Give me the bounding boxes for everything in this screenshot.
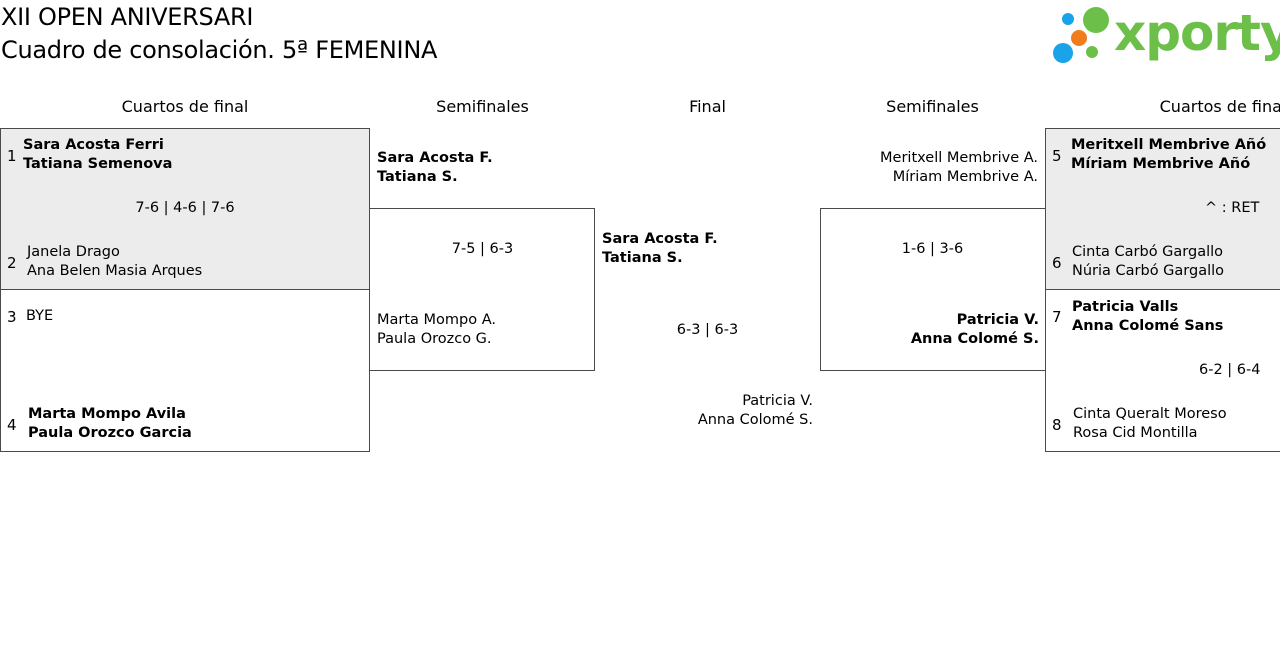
match-score: 7-6 | 4-6 | 7-6 <box>135 200 235 216</box>
player-name: Patricia V. <box>956 312 1039 328</box>
player-name: Paula Orozco G. <box>377 331 492 347</box>
player-name: Míriam Membrive Añó <box>1071 156 1251 172</box>
player-name: Ana Belen Masia Arques <box>27 263 203 279</box>
player-name: Núria Carbó Gargallo <box>1072 263 1225 279</box>
player-name: Rosa Cid Montilla <box>1073 425 1198 441</box>
player-name: Anna Colomé Sans <box>1072 318 1224 334</box>
match-box-right-qf-2 <box>1045 289 1280 452</box>
col-header-left-qf: Cuartos de final <box>121 97 249 116</box>
col-header-final: Final <box>689 97 726 116</box>
player-name: Tatiana S. <box>602 250 683 266</box>
player-name: Anna Colomé S. <box>910 331 1039 347</box>
player-name: Janela Drago <box>27 244 120 260</box>
player-name: Cinta Carbó Gargallo <box>1072 244 1224 260</box>
seed-number: 1 <box>7 147 17 165</box>
player-name: Míriam Membrive A. <box>892 169 1038 185</box>
seed-number: 5 <box>1052 147 1062 165</box>
logo-wordmark: xporty <box>1114 4 1280 62</box>
match-box-left-qf-1 <box>0 128 370 290</box>
seed-number: 2 <box>7 254 17 272</box>
player-name: Meritxell Membrive Añó <box>1071 137 1267 153</box>
tournament-title: XII OPEN ANIVERSARI <box>1 3 254 31</box>
col-header-right-sf: Semifinales <box>886 97 979 116</box>
seed-number: 8 <box>1052 416 1062 434</box>
match-score: ^ : RET <box>1205 200 1260 216</box>
player-name: Sara Acosta F. <box>602 231 718 247</box>
match-score: 6-2 | 6-4 <box>1199 362 1261 378</box>
match-score: 6-3 | 6-3 <box>676 322 739 338</box>
player-name: Paula Orozco Garcia <box>28 425 192 441</box>
logo-dots-icon <box>1053 7 1109 63</box>
player-name: Marta Mompo Avila <box>28 406 186 422</box>
match-box-left-sf <box>369 208 595 371</box>
player-name: Tatiana S. <box>377 169 458 185</box>
seed-number: 7 <box>1052 308 1062 326</box>
player-name: Patricia Valls <box>1072 299 1179 315</box>
player-name: Anna Colomé S. <box>697 412 813 428</box>
draw-subtitle: Cuadro de consolación. 5ª FEMENINA <box>1 36 438 64</box>
player-name: Sara Acosta Ferri <box>23 137 164 153</box>
player-name: Cinta Queralt Moreso <box>1073 406 1227 422</box>
player-name: Sara Acosta F. <box>377 150 493 166</box>
match-score: 1-6 | 3-6 <box>901 241 964 257</box>
col-header-right-qf: Cuartos de final <box>1159 97 1280 116</box>
player-name: Patricia V. <box>742 393 813 409</box>
seed-number: 3 <box>7 308 17 326</box>
match-score: 7-5 | 6-3 <box>451 241 514 257</box>
seed-number: 6 <box>1052 254 1062 272</box>
col-header-left-sf: Semifinales <box>436 97 529 116</box>
player-name: Tatiana Semenova <box>23 156 173 172</box>
player-name: Marta Mompo A. <box>377 312 497 328</box>
player-name: Meritxell Membrive A. <box>880 150 1038 166</box>
seed-number: 4 <box>7 416 17 434</box>
xporty-logo: xporty <box>1052 6 1280 68</box>
match-box-right-qf-1 <box>1045 128 1280 290</box>
player-name: BYE <box>26 308 54 324</box>
